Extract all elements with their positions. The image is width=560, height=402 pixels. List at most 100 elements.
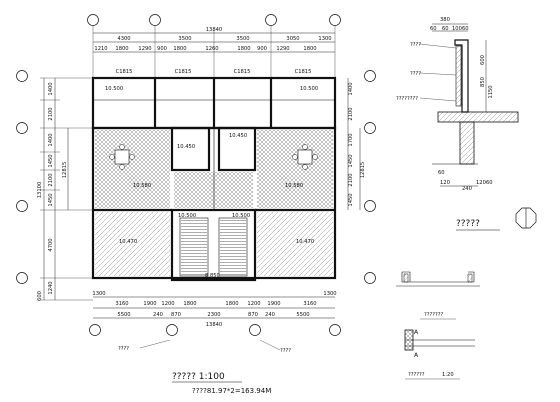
- detail-dim: 120: [476, 180, 486, 186]
- dim-value: 1900: [267, 301, 280, 307]
- dim-value: 3160: [115, 301, 128, 307]
- dim-subtotal-right: 12815: [360, 162, 366, 179]
- axis-bubble: [364, 122, 376, 134]
- dim-value: 1300: [92, 291, 105, 297]
- axis-bubble: [166, 324, 178, 336]
- dim-value: 2300: [207, 312, 220, 318]
- elevation: 10.580: [285, 183, 303, 189]
- hatched-areas: [95, 130, 333, 276]
- axis-bubbles-top: [87, 14, 341, 26]
- bottom-dimensions: 1300 3160 1900 1200 1800 1800 1200 1900 …: [92, 291, 336, 328]
- dim-value: 1800: [303, 46, 316, 52]
- axis-bubbles-bottom: [89, 324, 341, 336]
- elevation: 10.500: [300, 86, 318, 92]
- detail-dim: 60: [442, 26, 449, 32]
- detail-dim: 60: [430, 26, 437, 32]
- detail-dim: 240: [462, 186, 472, 192]
- axis-bubble: [89, 324, 101, 336]
- detail-dim: 100: [452, 26, 462, 32]
- elevation: 10.580: [133, 183, 151, 189]
- dim-value: 1800: [183, 301, 196, 307]
- dim-value: 1200: [161, 301, 174, 307]
- dim-value: 1450: [348, 154, 354, 167]
- leader-text: ????: [118, 346, 129, 352]
- dim-value: 1450: [348, 193, 354, 206]
- detail-dim: 850: [480, 77, 486, 87]
- left-dimensions: 1400 2100 1400 1450 2100 1450 4700 1240 …: [37, 77, 93, 301]
- window-tag: C1815: [175, 69, 192, 75]
- dim-value: 1300: [318, 36, 331, 42]
- elevation: 10.450: [229, 133, 247, 139]
- elevation: 10.470: [296, 239, 314, 245]
- dim-value: 4700: [48, 238, 54, 251]
- dim-value: 4300: [117, 36, 130, 42]
- window-labels: C1815 C1815 C1815 C1815: [116, 69, 312, 75]
- dim-subtotal-left: 12815: [62, 162, 68, 179]
- detail-callout: ????: [410, 71, 421, 77]
- dim-value: 1200: [247, 301, 260, 307]
- dim-value: 2100: [48, 173, 54, 186]
- wall-detail: 380 60 60 100 60 ???? ???? ???????? 600 …: [396, 17, 537, 231]
- window-tag: C1815: [234, 69, 251, 75]
- dim-value: 870: [248, 312, 258, 318]
- dining-tables: [109, 144, 318, 170]
- detail-callout: ????: [410, 42, 421, 48]
- small-sections: ??????? A A ?????? 1:20: [396, 271, 480, 380]
- elevation: 10.500: [232, 213, 250, 219]
- elevation: 10.500: [178, 213, 196, 219]
- dim-value: 3500: [178, 36, 191, 42]
- plan-title: ????? 1:100: [172, 372, 225, 382]
- detail-dim: 600: [480, 55, 486, 65]
- axis-bubbles-right: [364, 70, 376, 284]
- dim-value: 240: [265, 312, 275, 318]
- dim-value: 1290: [138, 46, 151, 52]
- detail-dim: 120: [440, 180, 450, 186]
- dim-value: 2100: [348, 107, 354, 120]
- axis-bubble: [249, 324, 261, 336]
- elevation: 10.500: [105, 86, 123, 92]
- dim-value: 5500: [296, 312, 309, 318]
- axis-bubble: [16, 122, 28, 134]
- dim-value: 1900: [143, 301, 156, 307]
- axis-bubble: [149, 14, 161, 26]
- dim-value: 3500: [236, 36, 249, 42]
- leader-text: ????: [280, 348, 291, 354]
- dim-value: 1210: [94, 46, 107, 52]
- dim-value: 3160: [303, 301, 316, 307]
- dim-value: 870: [171, 312, 181, 318]
- axis-bubble: [364, 70, 376, 82]
- dim-value: 1400: [48, 133, 54, 146]
- axis-bubble: [364, 200, 376, 212]
- window-tag: C1815: [116, 69, 133, 75]
- elevation: 10.450: [177, 144, 195, 150]
- axis-bubble: [16, 200, 28, 212]
- axis-bubble: [265, 14, 277, 26]
- dim-value: 900: [257, 46, 267, 52]
- dim-value: 1800: [115, 46, 128, 52]
- section-caption: ???????: [424, 312, 444, 318]
- section-mark: A: [414, 352, 419, 359]
- dim-total-top: 13840: [206, 27, 223, 33]
- dim-value: 1800: [237, 46, 250, 52]
- plan-title-block: ????? 1:100 ????81.97*2=163.94M: [172, 372, 271, 395]
- dim-value: 240: [153, 312, 163, 318]
- dim-value: 2100: [348, 173, 354, 186]
- elevation: 10.470: [119, 239, 137, 245]
- axis-bubble: [329, 14, 341, 26]
- section-mark: A: [414, 329, 419, 336]
- dim-value: 2100: [48, 107, 54, 120]
- dim-value: 5500: [117, 312, 130, 318]
- leader-labels: ???? ????: [118, 339, 291, 354]
- area-note: ????81.97*2=163.94M: [192, 387, 271, 395]
- window-tag: C1815: [295, 69, 312, 75]
- dim-value: 1240: [48, 281, 54, 294]
- axis-bubble: [16, 70, 28, 82]
- dim-value: 1700: [348, 133, 354, 146]
- axis-bubble: [364, 272, 376, 284]
- dim-value: 1800: [225, 301, 238, 307]
- axis-bubble: [329, 324, 341, 336]
- axis-bubble: [16, 272, 28, 284]
- dim-value: 600: [37, 291, 43, 301]
- axis-bubble: [87, 14, 99, 26]
